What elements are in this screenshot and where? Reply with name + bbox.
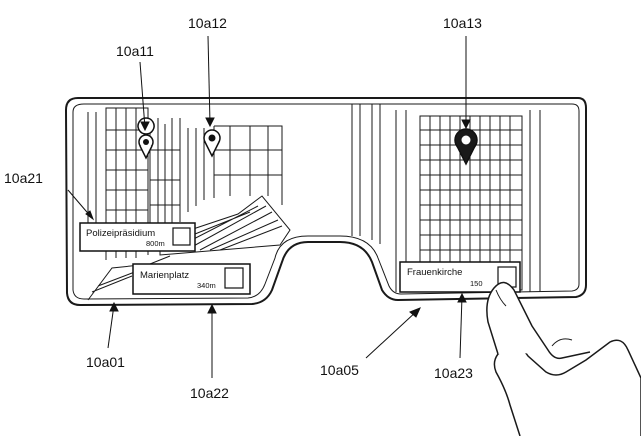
info-card-polizeiprasidium[interactable]: Polizeipräsidium 800m: [79, 222, 196, 252]
card-distance: 340m: [197, 281, 216, 290]
card-title: Frauenkirche: [407, 267, 462, 278]
glasses-frame: [64, 97, 587, 307]
card-checkbox-icon[interactable]: [224, 267, 244, 289]
location-pin-icon: [203, 129, 221, 158]
card-title: Marienplatz: [140, 270, 189, 281]
ref-label-10a22: 10a22: [190, 385, 229, 401]
left-lens-scene: [87, 107, 291, 301]
ref-label-10a05: 10a05: [320, 362, 359, 378]
ref-label-10a21: 10a21: [4, 170, 43, 186]
card-title: Polizeipräsidium: [86, 228, 155, 239]
ref-label-10a13: 10a13: [443, 15, 482, 31]
reference-labels: 10a11 10a12 10a13 10a21 10a01 10a22 10a0…: [4, 15, 482, 401]
ref-label-10a11: 10a11: [116, 43, 154, 59]
location-pin-icon: [454, 128, 478, 166]
hand-finger-icon: [486, 281, 641, 436]
card-distance: 150: [470, 279, 483, 288]
card-checkbox-icon[interactable]: [172, 227, 191, 246]
leader-lines: [67, 35, 471, 378]
ref-label-10a23: 10a23: [434, 365, 473, 381]
ref-label-10a01: 10a01: [86, 354, 125, 370]
ref-label-10a12: 10a12: [188, 15, 227, 31]
info-card-marienplatz[interactable]: Marienplatz 340m: [132, 263, 251, 295]
card-distance: 800m: [146, 239, 165, 248]
